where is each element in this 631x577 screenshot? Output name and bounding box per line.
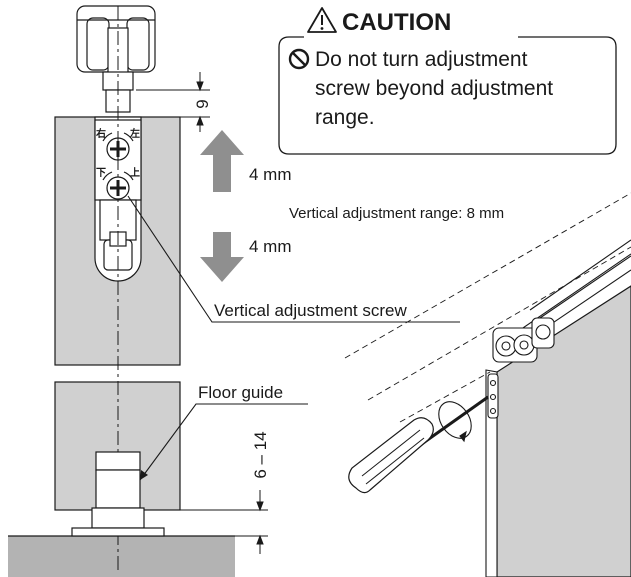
plate-mark-right-top: 左 — [129, 127, 140, 140]
down-amount-label: 4 mm — [249, 237, 292, 256]
down-arrow-icon — [200, 232, 244, 282]
screw-leader-line — [127, 195, 460, 323]
caution-title: CAUTION — [342, 9, 451, 36]
caution-line-1: Do not turn adjustment — [315, 48, 528, 71]
plate-mark-left-top: 右 — [95, 127, 106, 140]
caution-line-2: screw beyond adjustment — [315, 77, 553, 100]
floor — [8, 536, 235, 577]
prohibited-icon — [288, 48, 310, 70]
rollers — [492, 317, 555, 363]
caution-box — [278, 36, 617, 155]
dimension-bottom-label: 6 – 14 — [251, 431, 270, 478]
up-amount-label: 4 mm — [249, 165, 292, 184]
range-label: Vertical adjustment range: 8 mm — [289, 205, 504, 222]
floor-guide — [71, 451, 165, 537]
floor-guide-leader-line — [139, 403, 308, 481]
floor-guide-label: Floor guide — [198, 383, 283, 402]
roller-carriage — [76, 5, 156, 113]
door-edge — [485, 369, 498, 577]
rotation-arrow-icon — [438, 401, 472, 443]
ceiling-lines — [344, 192, 631, 423]
plate-mark-right-bottom: 上 — [130, 166, 140, 179]
door-bracket — [487, 373, 499, 419]
dimension-top-label: 9 — [193, 99, 212, 108]
screwdriver-icon — [348, 395, 489, 494]
dimension-bottom — [180, 490, 268, 554]
up-arrow-icon — [200, 130, 244, 192]
plate-mark-left-bottom: 下 — [96, 167, 106, 179]
floor-guide-arrowhead — [140, 470, 148, 480]
caution-line-3: range. — [315, 106, 375, 129]
warning-icon — [307, 7, 337, 33]
screw-label: Vertical adjustment screw — [214, 301, 407, 320]
dimension-top — [136, 72, 210, 132]
